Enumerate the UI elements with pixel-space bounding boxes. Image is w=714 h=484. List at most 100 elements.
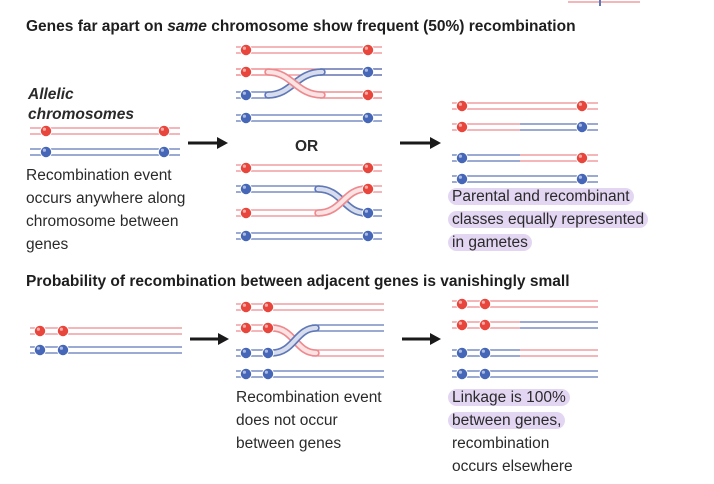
gene-locus-shine xyxy=(364,68,368,72)
gene-locus-shine xyxy=(364,209,368,213)
gene-locus xyxy=(455,318,468,331)
gene-locus xyxy=(361,229,374,242)
gene-locus-shine xyxy=(458,175,462,179)
top-event-line: chromosome between xyxy=(26,213,179,230)
gene-locus xyxy=(239,229,252,242)
gene-locus-shine xyxy=(364,46,368,50)
gene-locus xyxy=(157,145,170,158)
gene-locus xyxy=(361,66,374,79)
gene-locus-shine xyxy=(364,232,368,236)
bottom-title: Probability of recombination between adj… xyxy=(26,273,570,290)
gene-locus-shine xyxy=(59,327,64,331)
gene-locus xyxy=(34,324,47,337)
allelic-line-1: Allelic xyxy=(28,86,74,103)
gene-locus-shine xyxy=(264,324,268,328)
gene-locus-shine xyxy=(578,123,583,127)
gene-locus-shine xyxy=(458,321,462,325)
gene-locus-shine xyxy=(242,114,246,118)
gene-locus-shine xyxy=(458,123,462,127)
top-title-prefix: Genes far apart on xyxy=(26,18,168,35)
gene-locus xyxy=(239,44,252,57)
arrow-head xyxy=(218,333,229,345)
gene-locus xyxy=(40,125,53,138)
gene-locus xyxy=(455,100,468,113)
gene-locus-shine xyxy=(42,127,47,131)
gene-locus-shine xyxy=(242,68,246,72)
gene-locus-shine xyxy=(458,300,462,304)
gene-locus xyxy=(40,145,53,158)
gene-locus-shine xyxy=(364,185,368,189)
top-event-description: Recombination event occurs anywhere along… xyxy=(26,164,185,256)
gene-locus-shine xyxy=(160,127,164,131)
gene-locus xyxy=(361,112,374,125)
gene-locus-shine xyxy=(481,349,485,353)
gene-locus xyxy=(576,151,589,164)
bottom-event-line: does not occur xyxy=(236,412,338,429)
top-result-line: classes equally represented xyxy=(448,211,649,228)
top-title-suffix: chromosome show frequent (50%) recombina… xyxy=(206,18,576,35)
gene-locus xyxy=(261,321,274,334)
gene-locus-shine xyxy=(481,370,485,374)
gene-locus-shine xyxy=(481,321,485,325)
top-result-description: Parental and recombinant classes equally … xyxy=(448,185,649,254)
gene-locus xyxy=(261,346,274,359)
gene-locus-shine xyxy=(364,91,368,95)
gene-locus xyxy=(239,300,252,313)
or-label: OR xyxy=(295,138,319,155)
gene-locus xyxy=(455,172,468,185)
gene-locus xyxy=(57,324,70,337)
arrow-head xyxy=(430,137,441,149)
gene-locus xyxy=(361,161,374,174)
gene-locus xyxy=(239,66,252,79)
gene-locus-shine xyxy=(458,370,462,374)
gene-locus-shine xyxy=(242,91,246,95)
gene-locus-shine xyxy=(458,349,462,353)
gene-locus-shine xyxy=(36,346,41,350)
allelic-line-2: chromosomes xyxy=(28,106,134,123)
gene-locus xyxy=(239,112,252,125)
crossover-strand-core xyxy=(265,69,325,98)
top-result-line: Parental and recombinant xyxy=(448,188,634,205)
gene-locus-shine xyxy=(364,114,368,118)
gene-locus-shine xyxy=(59,346,64,350)
top-event-line: occurs anywhere along xyxy=(26,190,186,207)
gene-locus-shine xyxy=(578,102,583,106)
bottom-result-line: Linkage is 100% xyxy=(448,389,570,406)
gene-locus xyxy=(239,367,252,380)
gene-locus xyxy=(576,172,589,185)
gene-locus xyxy=(576,100,589,113)
gene-locus xyxy=(455,367,468,380)
gene-locus xyxy=(361,44,374,57)
gene-locus-shine xyxy=(364,164,368,168)
top-event-line: Recombination event xyxy=(26,167,172,184)
gene-locus xyxy=(478,367,491,380)
gene-locus xyxy=(239,89,252,102)
gene-locus-shine xyxy=(242,185,246,189)
gene-locus-shine xyxy=(264,370,268,374)
bottom-result-line: between genes, xyxy=(448,412,566,429)
gene-locus-shine xyxy=(242,209,246,213)
gene-locus-shine xyxy=(242,46,246,50)
gene-locus xyxy=(576,121,589,134)
gene-locus xyxy=(361,182,374,195)
gene-locus-shine xyxy=(242,370,246,374)
gene-locus-shine xyxy=(242,303,246,307)
gene-locus xyxy=(478,346,491,359)
gene-locus-shine xyxy=(578,154,583,158)
gene-locus xyxy=(34,343,47,356)
gene-locus-shine xyxy=(160,148,164,152)
gene-locus xyxy=(455,151,468,164)
gene-locus-shine xyxy=(42,148,47,152)
gene-locus xyxy=(455,346,468,359)
gene-locus xyxy=(361,89,374,102)
gene-locus xyxy=(261,300,274,313)
gene-locus xyxy=(239,182,252,195)
top-title-emphasis: same xyxy=(167,18,207,35)
gene-locus xyxy=(361,206,374,219)
bottom-result-line: occurs elsewhere xyxy=(452,458,573,475)
gene-locus xyxy=(478,318,491,331)
gene-locus-shine xyxy=(242,324,246,328)
bottom-event-line: between genes xyxy=(236,435,342,452)
